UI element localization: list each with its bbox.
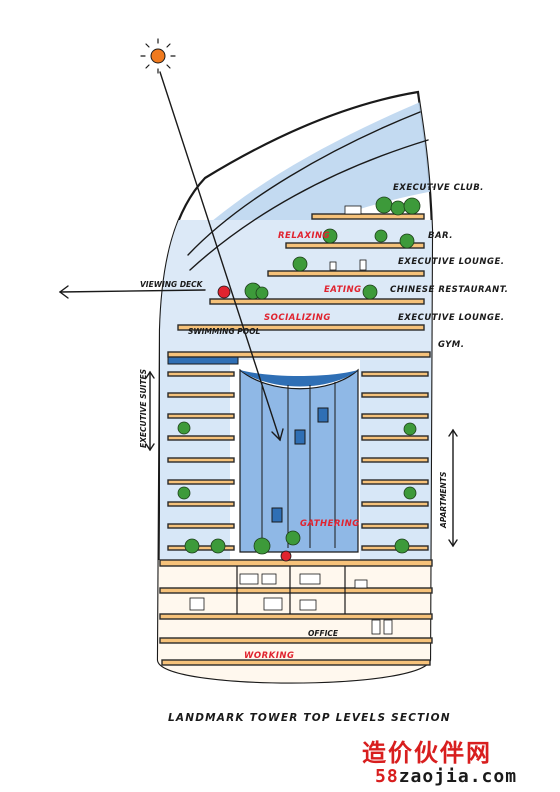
label-executive-club: EXECUTIVE CLUB. [393,183,484,193]
lower-columns [236,566,346,614]
label-swimming-pool: SWIMMING POOL [188,327,260,336]
arrow-up-down-icon [145,370,155,452]
label-relaxing: RELAXING [278,231,330,241]
watermark-url-suffix: zaojia.com [398,766,518,787]
executive-suite-floors [167,371,235,551]
upper-floor-slabs [167,213,431,358]
lower-levels-area [158,560,432,683]
sun-icon [140,38,176,74]
label-apartments: APARTMENTS [439,472,448,529]
lower-floor-slabs [159,559,433,666]
crown-inner-line-2 [189,139,429,271]
label-chinese-restaurant: CHINESE RESTAURANT. [390,285,508,295]
lift-cars [271,407,329,523]
label-eating: EATING [324,285,362,295]
label-executive-lounge-lower: EXECUTIVE LOUNGE. [398,313,504,323]
drawing-caption: LANDMARK TOWER TOP LEVELS SECTION [168,712,451,724]
label-working: WORKING [244,651,295,661]
label-executive-suites: EXECUTIVE SUITES [139,369,148,448]
crown-inner-line [187,111,421,256]
sunlight-ray-arrowhead [271,428,284,442]
arrow-left-icon [59,289,206,293]
label-executive-lounge-upper: EXECUTIVE LOUNGE. [398,257,504,267]
label-bar: BAR. [428,231,453,241]
atrium-lift-shafts [261,382,336,548]
watermark-url: 58zaojia.com [375,766,517,787]
trees [177,196,421,562]
label-socializing: SOCIALIZING [264,313,331,323]
watermark-chinese: 造价伙伴网 [362,739,492,767]
furniture-sketches [189,205,393,635]
atrium-roof [240,370,358,387]
watermark-url-prefix: 58 [375,766,399,787]
sunlight-ray-line [159,71,281,441]
label-viewing-deck: VIEWING DECK [140,280,204,289]
label-office: OFFICE [308,629,339,638]
label-gathering: GATHERING [300,519,360,529]
arrow-up-down-icon [448,428,458,548]
label-gym: GYM. [438,340,464,350]
